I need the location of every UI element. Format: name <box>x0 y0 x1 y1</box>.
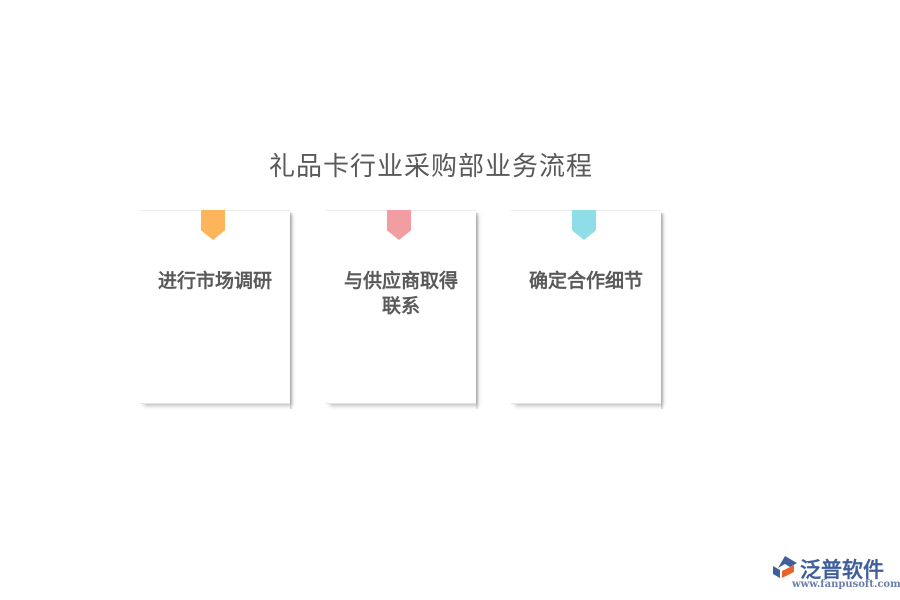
step-label: 进行市场调研 <box>157 270 272 292</box>
diagram-title: 礼品卡行业采购部业务流程 <box>268 152 593 182</box>
bookmark-tag-icon <box>572 210 596 240</box>
step-label: 确定合作细节 <box>528 270 643 292</box>
step-label: 与供应商取得联系 <box>344 270 459 317</box>
step-card-2: 与供应商取得联系 <box>326 210 479 409</box>
step-card-1: 进行市场调研 <box>140 210 293 409</box>
brand-logo: 泛普软件 www.fanpusoft.com <box>768 554 900 594</box>
logo-url: www.fanpusoft.com <box>792 579 900 590</box>
logo-name: 泛普软件 <box>800 558 884 582</box>
bookmark-tag-icon <box>387 210 411 240</box>
fanpu-logo-icon <box>773 556 797 578</box>
step-card-3: 确定合作细节 <box>511 210 664 409</box>
bookmark-tag-icon <box>201 210 225 240</box>
